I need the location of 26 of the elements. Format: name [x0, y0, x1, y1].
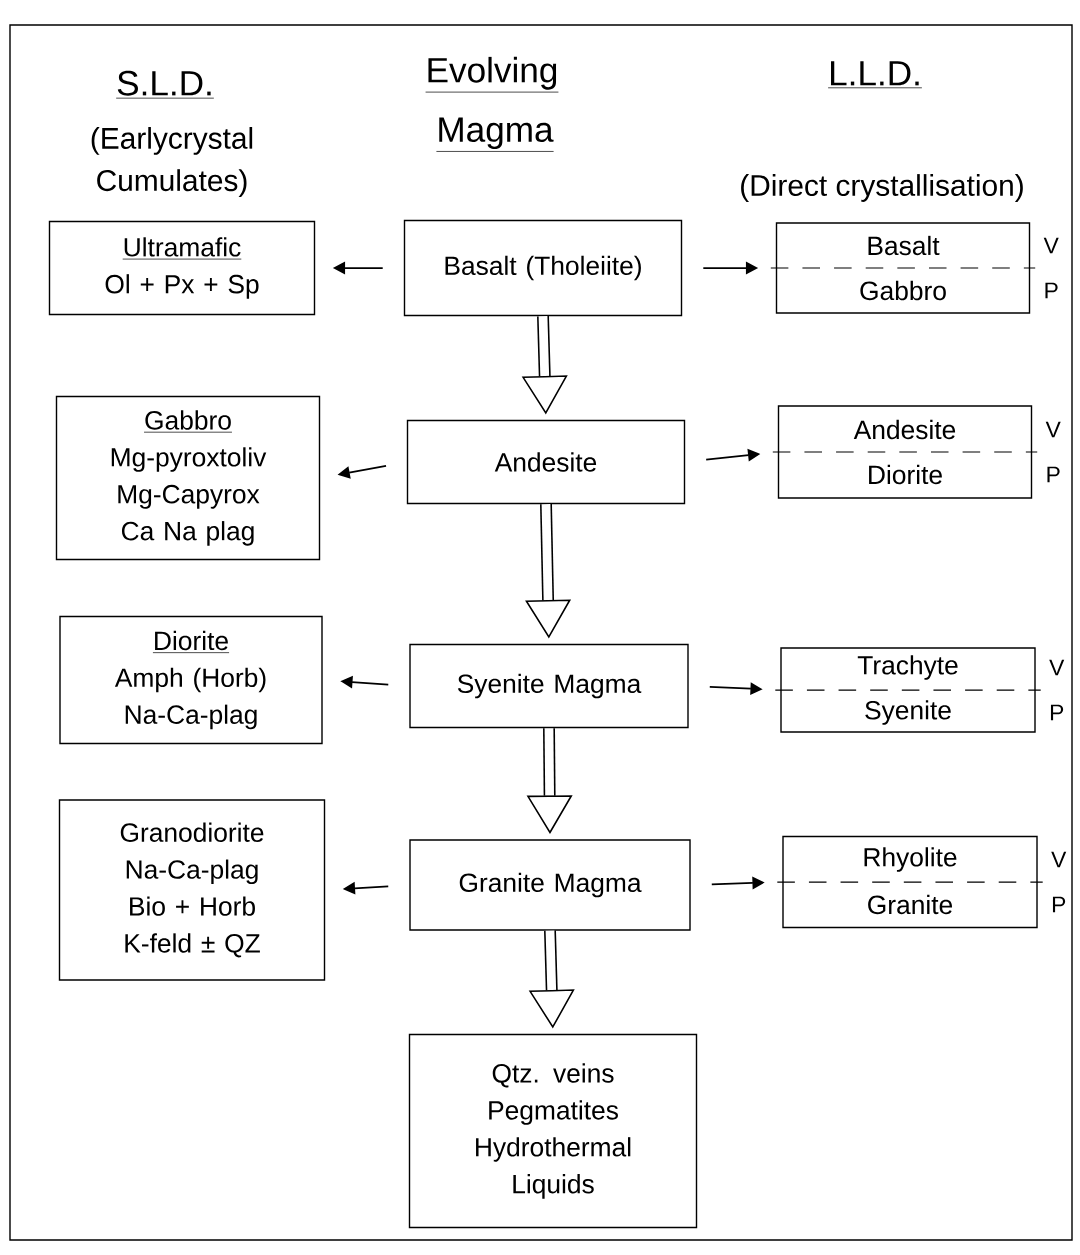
column-heading: L.L.D.	[827, 61, 923, 89]
magma-box: Basalt (Tholeiite)	[403, 219, 683, 317]
volcanic-plutonic-mark: V	[1049, 659, 1065, 676]
rock-pair-box: Andesite Diorite	[772, 405, 1038, 499]
cumulate-box: Gabbro Mg-pyroxtoliv Mg-Capyrox Ca Na plag	[55, 395, 321, 561]
volcanic-plutonic-mark: P	[1052, 896, 1066, 913]
volcanic-plutonic-mark: V	[1045, 421, 1061, 438]
column-heading: Evolving	[425, 56, 559, 93]
magma-box: Granite Magma	[409, 839, 691, 931]
column-heading: (Direct crystallisation)	[741, 174, 1023, 202]
cumulate-box: Granodiorite Na-Ca-plag Bio + Horb K-feld ± QZ	[58, 799, 326, 981]
volcanic-plutonic-mark: V	[1043, 237, 1059, 254]
rock-pair-box: Trachyte Syenite	[774, 647, 1042, 733]
volcanic-plutonic-mark: P	[1045, 282, 1058, 299]
volcanic-plutonic-mark: P	[1047, 466, 1060, 483]
rock-pair-box: Rhyolite Granite	[776, 835, 1044, 929]
volcanic-plutonic-mark: V	[1051, 851, 1067, 868]
magma-box: Syenite Magma	[409, 643, 689, 729]
residual-box: Qtz. veins Pegmatites Hydrothermal Liquids	[408, 1033, 698, 1229]
column-heading: S.L.D.	[115, 70, 215, 99]
magma-box: Andesite	[406, 419, 686, 505]
rock-pair-box: Basalt Gabbro	[770, 222, 1036, 314]
cumulate-box: Diorite Amph (Horb) Na-Ca-plag	[59, 615, 323, 745]
column-heading: Magma	[436, 117, 554, 152]
cumulate-box: Ultramafic Ol + Px + Sp	[48, 220, 316, 316]
volcanic-plutonic-mark: P	[1050, 704, 1064, 721]
